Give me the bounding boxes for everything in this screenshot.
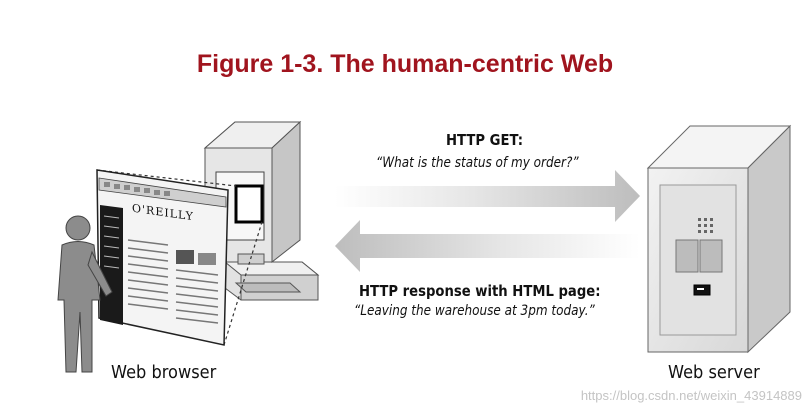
zoom-lines [96, 169, 263, 346]
response-label: HTTP response with HTML page: [359, 282, 601, 300]
response-arrow [335, 220, 640, 272]
server-illustration [646, 124, 792, 354]
watermark: https://blog.csdn.net/weixin_43914889 [580, 388, 802, 403]
response-quote: “Leaving the warehouse at 3pm today.” [354, 303, 595, 319]
figure-title: Figure 1-3. The human-centric Web [196, 50, 614, 78]
person-illustration [57, 215, 113, 373]
request-quote: “What is the status of my order?” [376, 155, 579, 171]
request-arrow [335, 170, 640, 222]
server-caption: Web server [668, 362, 760, 383]
request-label: HTTP GET: [446, 131, 524, 149]
browser-caption: Web browser [111, 362, 217, 383]
browser-page-illustration [96, 169, 229, 346]
